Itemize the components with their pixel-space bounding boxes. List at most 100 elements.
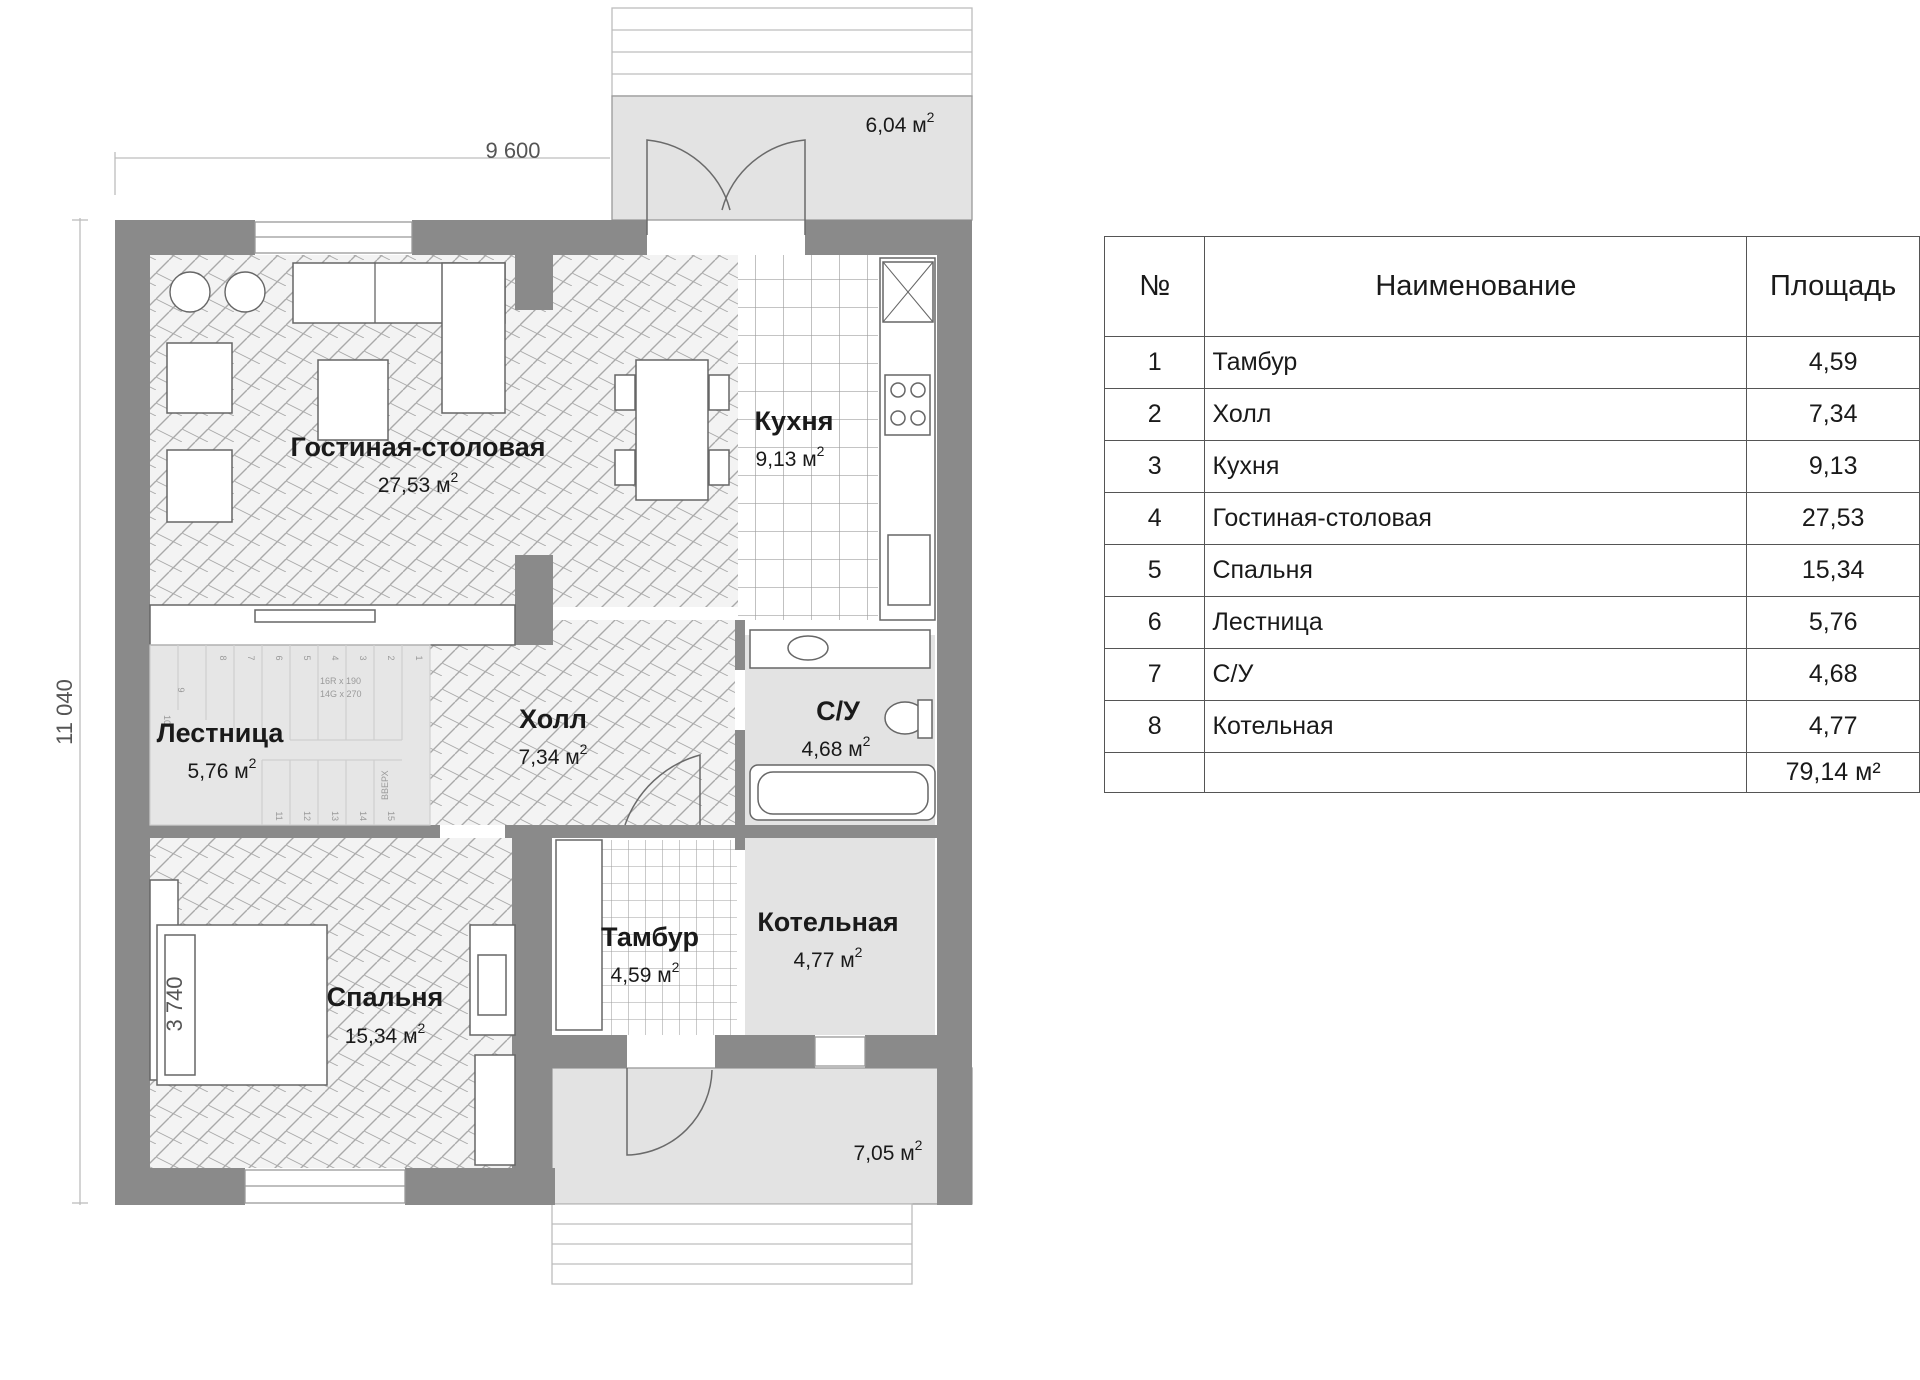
row-number: 5: [1103, 544, 1206, 597]
room-label-vestibule: Тамбур 4,59 м2: [601, 922, 699, 987]
bathroom-fixtures: [749, 629, 936, 821]
top-terrace: [611, 7, 973, 221]
room-name-vestibule: Тамбур: [601, 922, 699, 952]
room-name-living: Гостиная-столовая: [290, 432, 545, 462]
room-area-hall: 7,34 м2: [519, 741, 588, 769]
row-name: Холл: [1204, 388, 1748, 441]
room-label-wc: С/У 4,68 м2: [802, 696, 871, 761]
stair-step-number: 11: [274, 811, 284, 820]
stair-step-number: 12: [302, 811, 312, 821]
vestibule-closet: [555, 839, 603, 1031]
stair-step-number: 2: [386, 655, 396, 660]
row-area: 7,34: [1746, 388, 1920, 441]
height-dimension: 11 040: [52, 679, 77, 745]
bedroom-furniture: [149, 879, 516, 1166]
row-name: Гостиная-столовая: [1204, 492, 1748, 545]
room-name-hall: Холл: [519, 704, 587, 734]
row-number: 2: [1103, 388, 1206, 441]
row-name: С/У: [1204, 648, 1748, 701]
windows: [244, 221, 866, 1204]
stair-riser-label: 16R x 190: [320, 676, 361, 686]
row-area: 5,76: [1746, 596, 1920, 649]
row-name: Лестница: [1204, 596, 1748, 649]
bedroom-width-dimension: 3 740: [162, 976, 187, 1031]
row-number: 7: [1103, 648, 1206, 701]
room-area-wc: 4,68 м2: [802, 733, 871, 761]
row-number: 4: [1103, 492, 1206, 545]
row-area: 4,68: [1746, 648, 1920, 701]
row-number: 3: [1103, 440, 1206, 493]
room-name-kitchen: Кухня: [755, 406, 834, 436]
stair-step-number: 15: [386, 811, 396, 821]
row-area: 9,13: [1746, 440, 1920, 493]
bottom-door: [626, 1068, 713, 1156]
stair-step-number: 6: [274, 655, 284, 660]
room-area-vestibule: 4,59 м2: [611, 959, 680, 987]
stair-step-number: 7: [246, 655, 256, 660]
row-area: 4,77: [1746, 700, 1920, 753]
kitchen-units: [879, 257, 936, 621]
staircase: [149, 644, 431, 826]
hall-door: [624, 754, 701, 826]
stair-step-number: 9: [176, 687, 186, 692]
room-area-stairs: 5,76 м2: [188, 755, 257, 783]
room-label-stairs: Лестница 5,76 м2: [157, 718, 285, 783]
row-name: Котельная: [1204, 700, 1748, 753]
stair-step-number: 13: [330, 811, 340, 821]
stair-step-number: 4: [330, 655, 340, 660]
row-name: Спальня: [1204, 544, 1748, 597]
living-furniture: [149, 262, 730, 646]
header-name: Наименование: [1204, 236, 1748, 337]
hall-floor: [430, 620, 735, 825]
room-name-bedroom: Спальня: [327, 982, 444, 1012]
header-area: Площадь: [1746, 236, 1920, 337]
vestibule-floor: [602, 840, 737, 1035]
row-number: 8: [1103, 700, 1206, 753]
kitchen-floor: [738, 255, 878, 620]
row-name: Тамбур: [1204, 336, 1748, 389]
total-area: 79,14 м²: [1746, 752, 1920, 793]
room-area-living: 27,53 м2: [378, 469, 459, 497]
boiler-floor: [745, 838, 935, 1035]
width-dimension: 9 600: [485, 138, 540, 163]
stair-step-number: 10: [162, 715, 172, 725]
room-label-hall: Холл 7,34 м2: [519, 704, 588, 769]
stair-step-number: 14: [358, 811, 368, 821]
stair-step-number: 5: [302, 655, 312, 660]
room-name-wc: С/У: [816, 696, 861, 726]
row-number: 6: [1103, 596, 1206, 649]
table-total-row: 79,14 м²: [1103, 752, 1920, 793]
top-terrace-area: 6,04 м2: [866, 109, 935, 137]
row-area: 15,34: [1746, 544, 1920, 597]
walls: [115, 220, 972, 1205]
stair-arrow-label: ВВЕРХ: [380, 770, 390, 800]
bottom-terrace: [551, 1067, 973, 1285]
room-label-boiler: Котельная 4,77 м2: [757, 907, 898, 972]
stair-step-number: 8: [218, 655, 228, 660]
room-area-boiler: 4,77 м2: [794, 944, 863, 972]
room-label-bedroom: Спальня 15,34 м2: [327, 982, 444, 1048]
room-name-stairs: Лестница: [157, 718, 285, 748]
bottom-terrace-area: 7,05 м2: [854, 1137, 923, 1165]
row-name: Кухня: [1204, 440, 1748, 493]
table-header-row: № Наименование Площадь: [1103, 236, 1920, 337]
main-double-door: [646, 139, 806, 235]
room-label-kitchen: Кухня 9,13 м2: [755, 406, 834, 471]
dimension-lines: [72, 152, 610, 1205]
row-area: 27,53: [1746, 492, 1920, 545]
room-label-living: Гостиная-столовая 27,53 м2: [290, 432, 545, 497]
row-number: 1: [1103, 336, 1206, 389]
room-name-boiler: Котельная: [757, 907, 898, 937]
stair-tread-label: 14G x 270: [320, 689, 362, 699]
header-number: №: [1103, 236, 1206, 337]
